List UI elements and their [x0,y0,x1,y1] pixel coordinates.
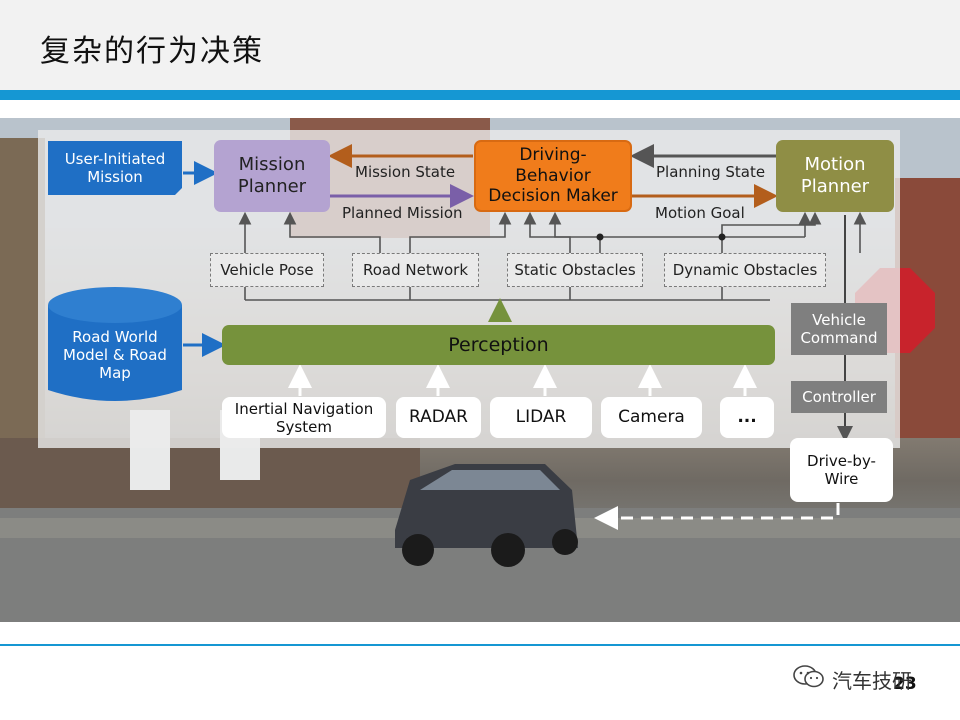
perception-label: Perception [448,333,549,356]
road-network-node: Road Network [352,253,479,287]
radar-node: RADAR [396,397,481,438]
static-obstacles-label: Static Obstacles [514,261,636,279]
user-mission-label: User-Initiated Mission [64,150,166,186]
more-sensors-node: ... [720,397,774,438]
lidar-label: LIDAR [515,407,567,428]
camera-label: Camera [618,407,685,428]
controller-node: Controller [791,381,887,413]
road-world-model-node: Road World Model & Road Map [48,315,182,395]
vehicle-pose-label: Vehicle Pose [220,261,314,279]
planned-mission-label: Planned Mission [342,204,463,222]
wechat-icon [792,664,826,695]
slide-title: 复杂的行为决策 [40,34,264,69]
drive-by-wire-node: Drive-by-Wire [790,438,893,502]
inertial-nav-node: Inertial Navigation System [222,397,386,438]
footer-rule [0,644,960,646]
radar-label: RADAR [409,407,468,428]
motion-planner-node: Motion Planner [776,140,894,212]
watermark-text: 汽车技研 [832,669,912,693]
mission-state-label: Mission State [355,163,456,181]
title-rule [0,90,960,100]
road-network-label: Road Network [362,261,469,279]
motion-goal-label: Motion Goal [655,204,745,222]
perception-node: Perception [222,325,775,365]
watermark: 汽车技研 [792,664,912,695]
decision-maker-node: Driving-Behavior Decision Maker [474,140,632,212]
dynamic-obstacles-node: Dynamic Obstacles [664,253,826,287]
motion-planner-label: Motion Planner [800,154,870,197]
more-sensors-label: ... [737,407,757,428]
planning-state-label: Planning State [656,163,766,181]
user-mission-node: User-Initiated Mission [48,141,182,195]
dynamic-obstacles-label: Dynamic Obstacles [672,261,818,279]
road-world-model-label: Road World Model & Road Map [63,328,167,382]
drive-by-wire-label: Drive-by-Wire [807,452,876,488]
mission-planner-label: Mission Planner [237,154,307,197]
lidar-node: LIDAR [490,397,592,438]
vehicle-command-node: Vehicle Command [791,303,887,355]
page-number: 23 [893,674,917,694]
decision-maker-label: Driving-Behavior Decision Maker [488,145,618,207]
vehicle-pose-node: Vehicle Pose [210,253,324,287]
camera-node: Camera [601,397,702,438]
vehicle-command-label: Vehicle Command [800,311,878,347]
controller-label: Controller [802,388,876,406]
inertial-nav-label: Inertial Navigation System [234,399,374,436]
static-obstacles-node: Static Obstacles [507,253,643,287]
title-band [0,0,960,90]
mission-planner-node: Mission Planner [214,140,330,212]
